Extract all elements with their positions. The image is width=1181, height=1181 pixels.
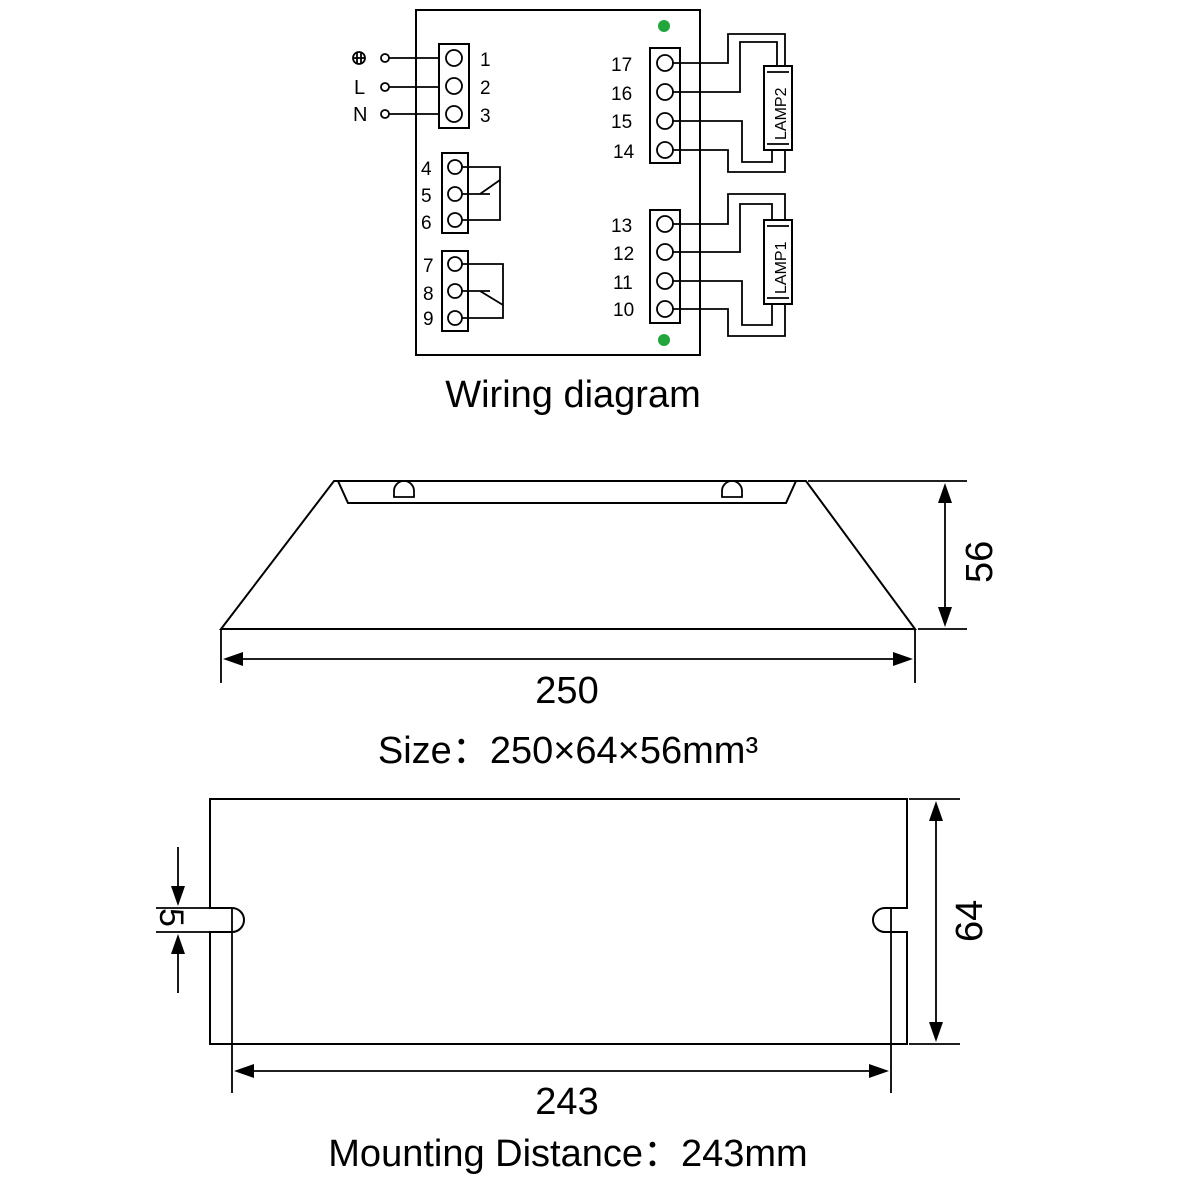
- terminal-1: 1: [480, 50, 491, 71]
- terminal-8: 8: [423, 284, 434, 305]
- terminal-block-13-10: 13 12 11 10: [611, 209, 681, 324]
- terminal-12: 12: [613, 244, 634, 265]
- terminal-17: 17: [611, 55, 632, 76]
- terminal-4: 4: [421, 159, 432, 180]
- indicator-dot-bottom: [658, 334, 670, 346]
- lamp2-tube: [763, 65, 793, 151]
- terminal-9: 9: [423, 309, 434, 330]
- top-width-dim: 243: [535, 1081, 598, 1123]
- mount-tab-left: [393, 480, 415, 498]
- slot-dim: 5: [152, 908, 190, 927]
- terminal-3: 3: [480, 106, 491, 127]
- top-view-outline: [209, 798, 908, 1045]
- terminal-2: 2: [480, 78, 491, 99]
- input-label-L: L: [354, 77, 365, 99]
- terminal-5: 5: [421, 186, 432, 207]
- terminal-block-4-6: 4 5 6: [421, 152, 501, 234]
- input-wires: ⏚ L N: [352, 51, 448, 126]
- lamp1-wiring: LAMP1: [673, 193, 793, 337]
- terminal-10: 10: [613, 300, 634, 321]
- side-height-dim: 56: [959, 541, 1001, 583]
- terminal-11: 11: [613, 273, 633, 294]
- lamp2-wiring: LAMP2: [673, 33, 793, 173]
- top-height-dim: 64: [949, 900, 991, 942]
- terminal-15: 15: [611, 112, 632, 133]
- terminal-block-7-9: 7 8 9: [423, 250, 504, 332]
- side-width-dim: 250: [535, 670, 598, 712]
- terminal-7: 7: [423, 256, 434, 277]
- terminal-block-input: 1 2 3: [438, 43, 491, 129]
- terminal-16: 16: [611, 84, 632, 105]
- mounting-caption: Mounting Distance：243mm: [328, 1133, 807, 1175]
- terminal-13: 13: [611, 216, 632, 237]
- wiring-diagram: ⏚ L N 1 2 3: [352, 9, 793, 416]
- wiring-caption: Wiring diagram: [445, 374, 701, 416]
- input-label-N: N: [353, 104, 367, 126]
- size-caption: Size：250×64×56mm³: [378, 730, 758, 772]
- lamp2-label: LAMP2: [773, 87, 790, 140]
- mount-tab-right: [721, 480, 743, 498]
- indicator-dot-top: [658, 20, 670, 32]
- top-view: 5 64 243 Mounting Distance：243mm: [152, 798, 991, 1175]
- ground-icon: ⏚: [352, 51, 366, 65]
- terminal-6: 6: [421, 213, 432, 234]
- lamp1-label: LAMP1: [773, 241, 790, 294]
- side-view: 56 250 Size：250×64×56mm³: [218, 480, 1001, 772]
- lamp1-tube: [763, 219, 793, 305]
- terminal-14: 14: [613, 142, 635, 163]
